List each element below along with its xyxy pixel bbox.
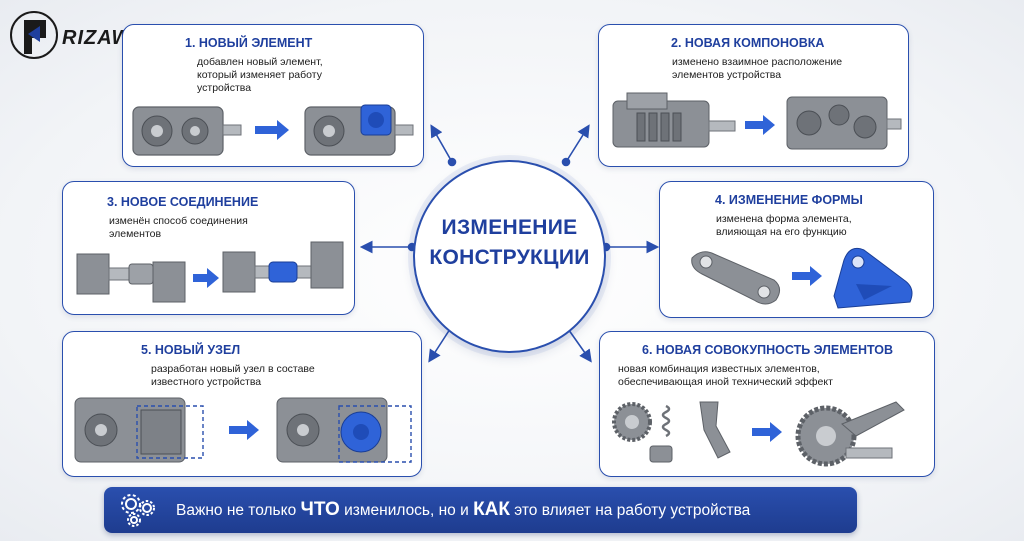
card-description: разработан новый узел в составе известно… — [151, 363, 315, 388]
card-title: 4. ИЗМЕНЕНИЕ ФОРМЫ — [715, 193, 863, 207]
logo: RIZAW — [10, 11, 133, 59]
gearbox-illustration — [132, 104, 414, 156]
card-title: 6. НОВАЯ СОВОКУПНОСТЬ ЭЛЕМЕНТОВ — [642, 343, 894, 357]
gearbox-after-icon — [304, 104, 414, 156]
arrow-right-icon — [745, 115, 775, 135]
card-description: новая комбинация известных элементов, об… — [618, 363, 833, 388]
combination-illustration — [612, 401, 905, 467]
arrow-right-icon — [752, 422, 782, 442]
card-new-combination: 6. НОВАЯ СОВОКУПНОСТЬ ЭЛЕМЕНТОВ новая ко… — [599, 331, 935, 477]
bottom-banner: Важно не только ЧТО изменилось, но и КАК… — [104, 487, 857, 533]
banner-emphasis-how: КАК — [473, 499, 510, 520]
card-description: изменён способ соединения элементов — [109, 215, 248, 240]
layout-illustration — [612, 92, 902, 150]
arrow-right-icon — [255, 120, 289, 140]
arrow-right-icon — [229, 420, 259, 440]
gearbox-assembly-after-icon — [276, 397, 412, 463]
logo-text: RIZAW — [62, 27, 133, 49]
card-description: изменено взаимное расположение элементов… — [672, 56, 843, 81]
banner-emphasis-what: ЧТО — [300, 499, 340, 520]
card-description: изменена форма элемента, влияющая на его… — [716, 213, 852, 238]
card-title: 5. НОВЫЙ УЗЕЛ — [141, 343, 241, 357]
shaft-after-icon — [222, 241, 344, 293]
combined-mechanism-icon — [795, 401, 905, 467]
arrow-right-icon — [792, 266, 822, 286]
lever-after-icon — [833, 247, 913, 309]
center-circle: ИЗМЕНЕНИЕ КОНСТРУКЦИИ — [413, 160, 606, 353]
card-description: добавлен новый элемент, который изменяет… — [197, 56, 323, 94]
card-new-layout: 2. НОВАЯ КОМПОНОВКА изменено взаимное ра… — [598, 24, 909, 167]
shaft-before-icon — [76, 253, 186, 303]
card-new-assembly: 5. НОВЫЙ УЗЕЛ разработан новый узел в со… — [62, 331, 422, 477]
gearbox-assembly-before-icon — [74, 397, 204, 463]
assembly-illustration — [74, 397, 412, 463]
gearbox-layout-after-icon — [786, 96, 902, 150]
card-shape-change: 4. ИЗМЕНЕНИЕ ФОРМЫ изменена форма элемен… — [659, 181, 934, 318]
shape-illustration — [691, 247, 913, 309]
banner-message: Важно не только ЧТО изменилось, но и КАК… — [176, 499, 751, 520]
card-new-element: 1. НОВЫЙ ЭЛЕМЕНТ добавлен новый элемент,… — [122, 24, 424, 167]
connection-illustration — [76, 241, 344, 303]
lever-before-icon — [691, 251, 780, 305]
separate-parts-icon — [612, 401, 731, 463]
arrow-right-icon — [193, 268, 219, 288]
gears-icon — [121, 494, 155, 527]
center-title-line2: КОНСТРУКЦИИ — [429, 246, 590, 269]
gearbox-before-icon — [132, 106, 242, 156]
card-title: 3. НОВОЕ СОЕДИНЕНИЕ — [107, 195, 259, 209]
card-title: 2. НОВАЯ КОМПОНОВКА — [671, 36, 825, 50]
gearbox-layout-before-icon — [612, 92, 736, 148]
card-new-connection: 3. НОВОЕ СОЕДИНЕНИЕ изменён способ соеди… — [62, 181, 355, 315]
card-title: 1. НОВЫЙ ЭЛЕМЕНТ — [185, 36, 313, 50]
center-title-line1: ИЗМЕНЕНИЕ — [441, 216, 578, 239]
